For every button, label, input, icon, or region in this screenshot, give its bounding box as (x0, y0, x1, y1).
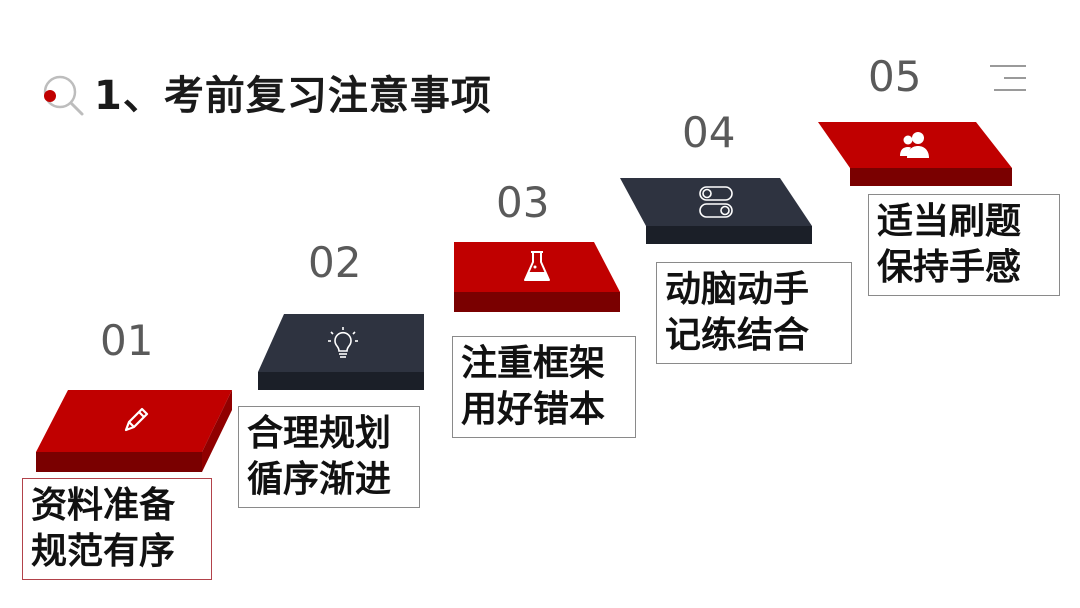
menu-lines-icon[interactable] (986, 60, 1030, 96)
magnifier-icon (36, 66, 88, 118)
step-label: 资料准备 规范有序 (22, 478, 212, 580)
step-label: 适当刷题 保持手感 (868, 194, 1060, 296)
step-label-line: 规范有序 (31, 531, 176, 572)
step-label-line: 适当刷题 (877, 201, 1022, 242)
step-number: 05 (868, 52, 922, 101)
step-label-line: 动脑动手 (665, 269, 810, 310)
step-number: 04 (682, 108, 736, 157)
step-number: 02 (308, 238, 362, 287)
page-header: 1、考前复习注意事项 (36, 62, 492, 122)
step-plate (36, 390, 236, 474)
page-title: 1、考前复习注意事项 (94, 73, 492, 119)
step-plate (620, 178, 814, 246)
step-number: 01 (100, 316, 154, 365)
step-label: 合理规划 循序渐进 (238, 406, 420, 508)
toggle-icon (698, 184, 734, 224)
step-label-line: 循序渐进 (247, 459, 392, 500)
step-label-line: 合理规划 (247, 413, 392, 454)
step-label: 动脑动手 记练结合 (656, 262, 852, 364)
flask-icon (522, 250, 552, 288)
step-plate (258, 314, 426, 392)
step-plate (818, 122, 1014, 188)
step-label-line: 保持手感 (877, 247, 1022, 288)
step-plate (454, 242, 622, 314)
step-number: 03 (496, 178, 550, 227)
users-icon (898, 130, 932, 164)
step-label-line: 记练结合 (665, 315, 810, 356)
step-label-line: 注重框架 (461, 343, 606, 384)
pencil-icon (120, 404, 152, 440)
step-label-line: 用好错本 (461, 389, 606, 430)
step-label-line: 资料准备 (31, 485, 176, 526)
lightbulb-icon (326, 326, 360, 366)
step-label: 注重框架 用好错本 (452, 336, 636, 438)
